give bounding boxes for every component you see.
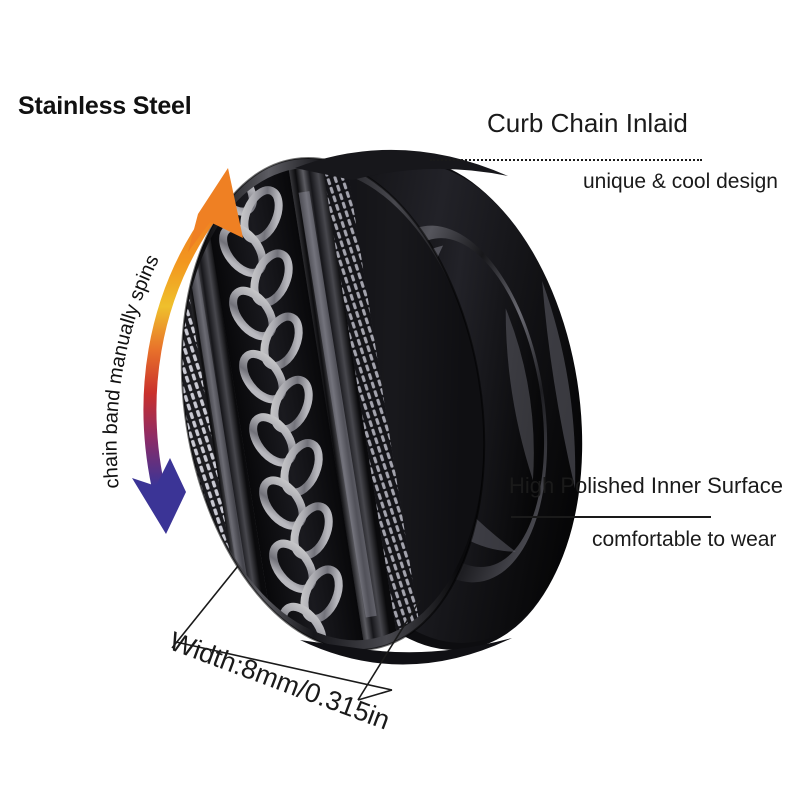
curb-chain: [199, 154, 367, 663]
page-title: Stainless Steel: [18, 92, 192, 120]
polish-annotation-subtitle: comfortable to wear: [592, 528, 777, 551]
chain-annotation-title: Curb Chain Inlaid: [487, 108, 688, 138]
polish-annotation-title: High Polished Inner Surface: [509, 473, 783, 498]
width-dimension: [171, 565, 421, 701]
chain-annotation-subtitle: unique & cool design: [583, 170, 778, 193]
polish-leader-line: [511, 516, 711, 518]
chain-leader-line: [430, 159, 702, 161]
spin-arrow: [132, 168, 243, 534]
ring-graphic: [149, 145, 583, 665]
